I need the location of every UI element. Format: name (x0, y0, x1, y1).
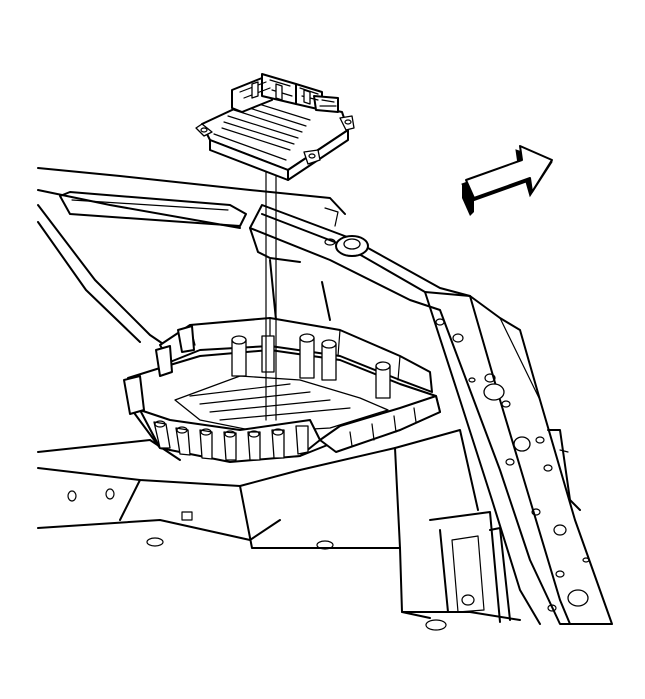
direction-arrow (461, 145, 553, 216)
body-structure (37, 167, 521, 631)
module-tray (123, 317, 441, 463)
control-module (195, 73, 355, 181)
alignment-lines (265, 151, 277, 421)
vehicle-frame-rail (249, 204, 613, 625)
